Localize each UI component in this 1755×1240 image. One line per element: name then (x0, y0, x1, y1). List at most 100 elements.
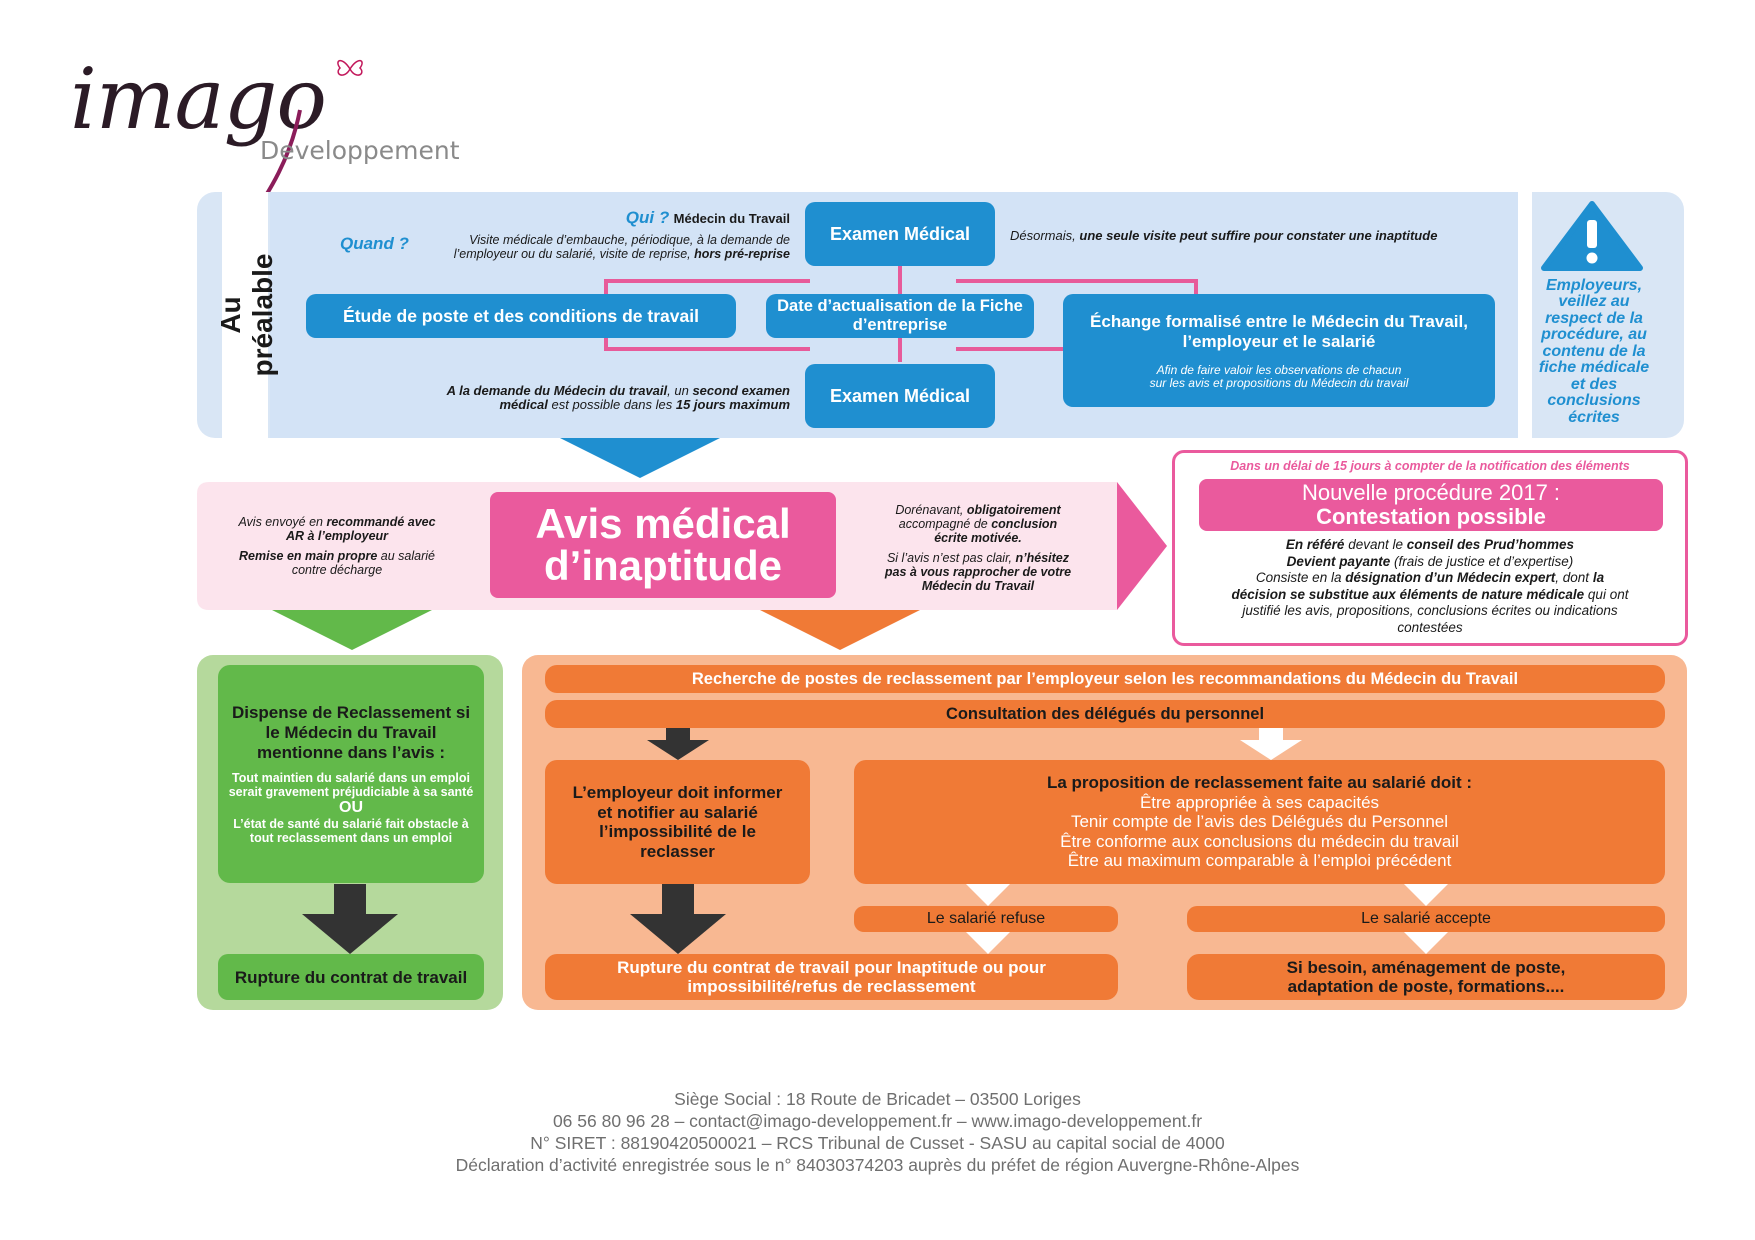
arrow-down-orange (760, 610, 920, 650)
avis-title-1: Avis médical (535, 500, 791, 547)
warning-white-strip (1518, 192, 1532, 438)
second-2c: 15 jours maximum (675, 397, 790, 412)
contest-l2b: (frais de justice et d’expertise) (1393, 553, 1574, 569)
contest-l4a: décision se substitue aux éléments de na… (1231, 586, 1585, 602)
dispense-t1: Tout maintien du salarié dans un emploi … (228, 771, 474, 799)
footer-line-4: Déclaration d’activité enregistrée sous … (455, 1155, 1300, 1175)
second-1c: second examen (692, 383, 790, 398)
prealable-white-strip (222, 192, 268, 438)
consultation-bar: Consultation des délégués du personnel (545, 700, 1665, 728)
arrow-down-dark-small (647, 728, 709, 760)
logo-word: imago (70, 50, 327, 148)
second-1b: , un (667, 383, 689, 398)
connector-line (1194, 279, 1198, 295)
avis-right-text: Dorénavant, obligatoirement accompagné d… (868, 503, 1088, 593)
contest-l1c: conseil des Prud’hommes (1406, 537, 1575, 552)
echange-sub-2: sur les avis et propositions du Médecin … (1149, 375, 1409, 390)
rupture-reclassement-box: Rupture du contrat de travail pour Inapt… (545, 954, 1118, 1000)
prealable-side-label: Au préalable (215, 250, 278, 380)
proposition-title: La proposition de reclassement faite au … (1046, 773, 1473, 793)
connector-line (604, 347, 810, 351)
examen-medical-1: Examen Médical (805, 202, 995, 266)
avis-right-1c: accompagné de (898, 517, 988, 531)
avis-left-1a: Avis envoyé en (238, 515, 323, 529)
employeur-text: L’employeur doit informer et notifier au… (572, 783, 783, 861)
dispense-rupture: Rupture du contrat de travail (218, 954, 484, 1000)
desormais-1: Désormais, (1010, 228, 1076, 243)
contest-l1a: En référé (1285, 537, 1345, 552)
contestation-body: En référé devant le conseil des Prud’hom… (1181, 537, 1679, 636)
contestation-title-1: Nouvelle procédure 2017 : (1301, 480, 1561, 505)
amenagement-box: Si besoin, aménagement de poste, adaptat… (1187, 954, 1665, 1000)
refuse-text: Le salarié refuse (926, 910, 1046, 927)
quand-text: Visite médicale d’embauche, périodique, … (420, 233, 790, 261)
contest-l3c: , dont (1555, 570, 1590, 585)
delai-text: Dans un délai de 15 jours à compter de l… (1230, 459, 1630, 473)
connector-line (604, 336, 608, 350)
arrow-down-white (966, 884, 1010, 906)
amenagement-text: Si besoin, aménagement de poste, adaptat… (1286, 957, 1566, 997)
contestation-title-2: Contestation possible (1316, 504, 1546, 529)
contest-l6: contestées (1397, 619, 1463, 635)
avis-title-2: d’inaptitude (544, 542, 782, 589)
dispense-ou: OU (339, 799, 363, 816)
dispense-box: Dispense de Reclassement si le Médecin d… (218, 665, 484, 883)
accepte-bar: Le salarié accepte (1187, 906, 1665, 932)
recherche-bar: Recherche de postes de reclassement par … (545, 665, 1665, 693)
proposition-1: Être appropriée à ses capacités (1139, 792, 1380, 812)
arrow-down-blue (560, 438, 720, 478)
second-1a: A la demande du Médecin du travail (446, 383, 668, 398)
avis-right-1d: conclusion (991, 517, 1058, 531)
connector-line (604, 279, 608, 295)
qui-label: Qui ? (625, 208, 670, 227)
arrow-down-white (1404, 932, 1448, 954)
connector-line (956, 279, 1196, 283)
avis-left-1c: AR à l’employeur (285, 529, 389, 543)
quand-text-1: Visite médicale d’embauche, périodique, … (469, 233, 790, 247)
desormais-2: une seule visite peut suffire pour const… (1079, 228, 1438, 243)
warning-icon (1541, 201, 1643, 271)
desormais-text: Désormais, une seule visite peut suffire… (1010, 229, 1490, 243)
proposition-4: Être au maximum comparable à l’emploi pr… (1067, 851, 1452, 871)
warning-text: Employeurs, veillez au respect de la pro… (1538, 276, 1650, 426)
proposition-3: Être conforme aux conclusions du médecin… (1060, 831, 1459, 851)
contestation-title-box: Nouvelle procédure 2017 : Contestation p… (1199, 479, 1663, 531)
contest-l5: justifié les avis, propositions, conclus… (1242, 603, 1618, 618)
arrow-down-white (1404, 884, 1448, 906)
footer-line-3: N° SIRET : 88190420500021 – RCS Tribunal… (530, 1133, 1225, 1153)
avis-medical-box: Avis médical d’inaptitude (490, 492, 836, 598)
footer-line-1: Siège Social : 18 Route de Bricadet – 03… (674, 1089, 1081, 1109)
avis-right-1e: écrite motivée. (934, 531, 1022, 545)
avis-left-2c: contre décharge (291, 563, 383, 577)
echange-box: Échange formalisé entre le Médecin du Tr… (1063, 294, 1495, 407)
avis-left-2a: Remise en main propre (239, 549, 378, 563)
proposition-box: La proposition de reclassement faite au … (854, 760, 1665, 884)
etude-poste-box: Étude de poste et des conditions de trav… (306, 294, 736, 338)
refuse-bar: Le salarié refuse (854, 906, 1118, 932)
employeur-box: L’employeur doit informer et notifier au… (545, 760, 810, 884)
examen-medical-2: Examen Médical (805, 364, 995, 428)
footer-line-2: 06 56 80 96 28 – contact@imago-developpe… (552, 1111, 1203, 1131)
consultation-text: Consultation des délégués du personnel (945, 704, 1265, 723)
arrow-down-white (1240, 728, 1302, 760)
dispense-title: Dispense de Reclassement si le Médecin d… (231, 703, 471, 762)
arrow-down-dark (302, 884, 398, 954)
echange-sub: Afin de faire valoir les observations de… (1149, 362, 1409, 390)
contest-l3a: Consiste en la (1255, 570, 1342, 585)
avis-right-2a: Si l’avis n’est pas clair, (886, 551, 1013, 565)
connector-line (604, 279, 810, 283)
avis-right-2b: n’hésitez (1015, 551, 1070, 565)
arrow-down-dark-large (630, 884, 726, 954)
contest-l3d: la (1592, 570, 1605, 585)
contestation-box: Dans un délai de 15 jours à compter de l… (1172, 450, 1688, 646)
side-label-text: Au préalable (215, 253, 278, 377)
date-fiche-box: Date d’actualisation de la Fiche d’entre… (766, 294, 1034, 338)
qui-text: Médecin du Travail (673, 211, 790, 226)
quand-label: Quand ? (340, 234, 409, 253)
footer: Siège Social : 18 Route de Bricadet – 03… (0, 1088, 1755, 1176)
second-2a: médical (499, 397, 548, 412)
accepte-text: Le salarié accepte (1361, 910, 1491, 927)
contest-l3b: désignation d’un Médecin expert (1345, 570, 1556, 585)
quand-text-bold: hors pré-reprise (694, 247, 790, 261)
echange-sub-1: Afin de faire valoir les observations de… (1156, 362, 1402, 377)
